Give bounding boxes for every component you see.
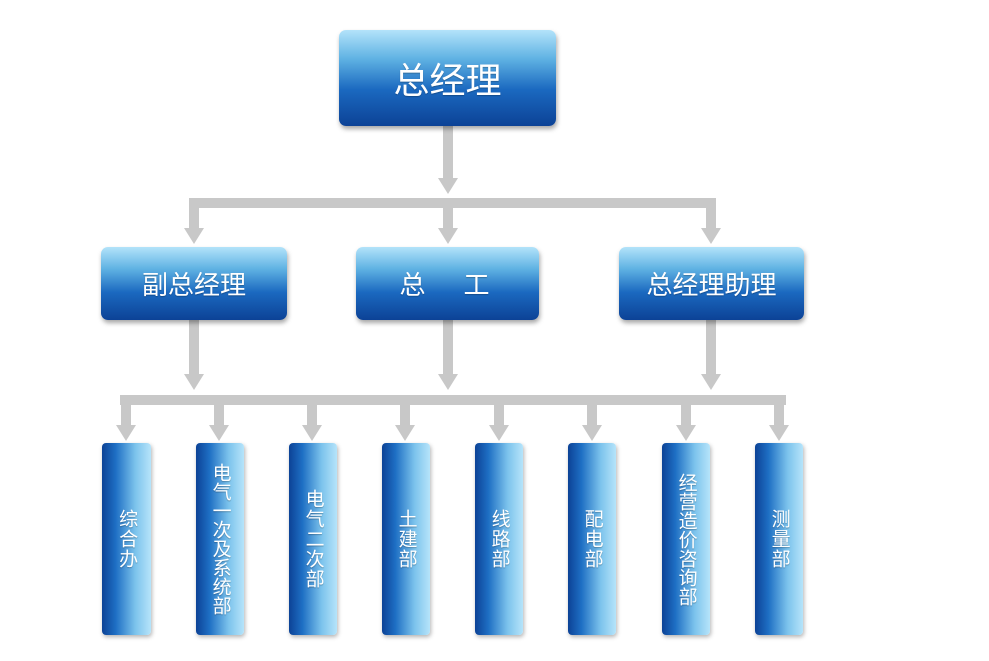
- box-deputy-general-manager: 副总经理: [101, 247, 287, 320]
- arrow-to-dept-1-arrowhead: [209, 425, 229, 441]
- arrow-assistant-to-bus-arrowhead: [701, 374, 721, 390]
- box-label: 总 工: [399, 271, 496, 301]
- dept-box-cost-consulting: 经营造价咨询部: [662, 443, 710, 635]
- dept-box-survey: 测量部: [755, 443, 803, 635]
- arrow-to-assistant-arrowhead: [701, 228, 721, 244]
- arrow-to-dept-5-arrowhead: [582, 425, 602, 441]
- dept-label: 综合办: [116, 509, 139, 569]
- arrow-to-dept-2-arrowhead: [302, 425, 322, 441]
- arrow-to-dept-6-arrowhead: [676, 425, 696, 441]
- arrow-chief-to-bus-arrowhead: [438, 374, 458, 390]
- dept-box-line: 线路部: [475, 443, 523, 635]
- arrow-to-dept-7-arrowhead: [769, 425, 789, 441]
- dept-label: 电气一次及系统部: [209, 463, 232, 615]
- arrow-deputy-to-bus-arrowhead: [184, 374, 204, 390]
- arrow-to-dept-4-arrowhead: [489, 425, 509, 441]
- dept-label: 经营造价咨询部: [675, 472, 698, 606]
- box-assistant-general-manager: 总经理助理: [619, 247, 804, 320]
- box-label: 副总经理: [141, 271, 246, 301]
- top-box-label: 总经理: [393, 61, 502, 102]
- dept-box-electrical-secondary: 电气二次部: [289, 443, 337, 635]
- dept-box-distribution: 配电部: [568, 443, 616, 635]
- top-box-general-manager: 总经理: [339, 30, 556, 126]
- box-label: 总经理助理: [646, 271, 777, 301]
- dept-label: 电气二次部: [302, 489, 325, 589]
- dept-box-general-office: 综合办: [102, 443, 151, 635]
- box-chief-engineer: 总 工: [356, 247, 539, 320]
- dept-label: 线路部: [488, 509, 511, 569]
- arrow-top-to-bus-arrowhead: [438, 178, 458, 194]
- arrow-to-deputy-arrowhead: [184, 228, 204, 244]
- dept-label: 土建部: [395, 509, 418, 569]
- arrow-to-chief-engineer-arrowhead: [438, 228, 458, 244]
- arrow-to-dept-0-arrowhead: [116, 425, 136, 441]
- dept-box-electrical-primary: 电气一次及系统部: [196, 443, 244, 635]
- dept-label: 测量部: [768, 509, 791, 569]
- dept-label: 配电部: [581, 509, 604, 569]
- arrow-to-dept-3-arrowhead: [395, 425, 415, 441]
- dept-box-civil: 土建部: [382, 443, 430, 635]
